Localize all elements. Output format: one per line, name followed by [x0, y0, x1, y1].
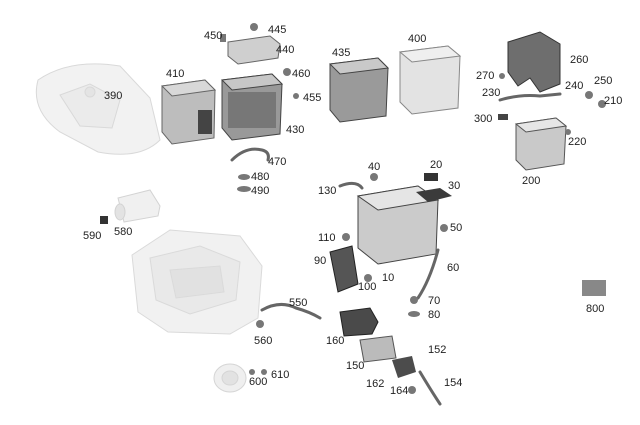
part-label[interactable]: 460 [292, 68, 311, 80]
part-label[interactable]: 220 [568, 136, 587, 148]
part-label[interactable]: 440 [276, 44, 295, 56]
part-label[interactable]: 80 [428, 309, 441, 321]
part-label[interactable]: 490 [251, 185, 270, 197]
battery-module-410 [160, 79, 217, 145]
part-label[interactable]: 450 [204, 30, 223, 42]
battery-module-435 [328, 57, 390, 123]
part-label[interactable]: 590 [83, 230, 102, 242]
part-label[interactable]: 470 [268, 156, 287, 168]
part-label[interactable]: 30 [448, 180, 461, 192]
part-label[interactable]: 230 [482, 87, 501, 99]
part-label[interactable]: 40 [368, 161, 381, 173]
battery-module-400 [398, 45, 462, 115]
part-label[interactable]: 150 [346, 360, 365, 372]
part-label[interactable]: 110 [318, 232, 336, 244]
part-label[interactable]: 390 [104, 90, 123, 102]
part-label[interactable]: 270 [476, 70, 495, 82]
part-label[interactable]: 550 [289, 297, 308, 309]
part-label[interactable]: 50 [450, 222, 463, 234]
battery-bracket-260 [507, 31, 561, 93]
part-label[interactable]: 580 [114, 226, 133, 238]
part-label[interactable]: 130 [318, 185, 337, 197]
part-label[interactable]: 210 [604, 95, 623, 107]
part-label[interactable]: 70 [428, 295, 441, 307]
control-unit-440 [227, 35, 281, 65]
ghost-housing-illustration [35, 63, 161, 155]
bracket-162 [392, 356, 416, 378]
ghost-alternator-illustration [213, 363, 247, 393]
part-label[interactable]: 60 [447, 262, 460, 274]
part-label[interactable]: 480 [251, 171, 270, 183]
part-label[interactable]: 10 [382, 272, 395, 284]
ghost-engine-illustration [131, 229, 263, 335]
bracket-90 [329, 245, 359, 293]
part-label[interactable]: 154 [444, 377, 463, 389]
part-label[interactable]: 610 [271, 369, 290, 381]
part-label[interactable]: 445 [268, 24, 287, 36]
part-label[interactable]: 430 [286, 124, 305, 136]
part-label[interactable]: 455 [303, 92, 322, 104]
part-label[interactable]: 600 [249, 376, 268, 388]
cables [230, 92, 562, 406]
part-label[interactable]: 250 [594, 75, 613, 87]
part-label[interactable]: 300 [474, 113, 493, 125]
battery-200 [514, 117, 568, 171]
part-label[interactable]: 260 [570, 54, 589, 66]
part-label[interactable]: 162 [366, 378, 385, 390]
cover-30 [416, 188, 452, 202]
battery-module-430 [220, 73, 284, 141]
part-label[interactable]: 160 [326, 335, 345, 347]
part-label[interactable]: 152 [428, 344, 447, 356]
part-label[interactable]: 20 [430, 159, 443, 171]
part-label[interactable]: 435 [332, 47, 351, 59]
holder-160 [339, 307, 379, 337]
ghost-fuel-unit-illustration [114, 189, 161, 223]
part-label[interactable]: 90 [314, 255, 327, 267]
part-label[interactable]: 100 [358, 281, 377, 293]
part-label[interactable]: 240 [565, 80, 584, 92]
box-150 [359, 335, 397, 363]
part-label[interactable]: 800 [586, 303, 605, 315]
part-label[interactable]: 400 [408, 33, 427, 45]
part-label[interactable]: 410 [166, 68, 185, 80]
part-label[interactable]: 164 [390, 385, 409, 397]
small-fasteners [100, 23, 606, 394]
part-label[interactable]: 560 [254, 335, 273, 347]
part-label[interactable]: 200 [522, 175, 541, 187]
